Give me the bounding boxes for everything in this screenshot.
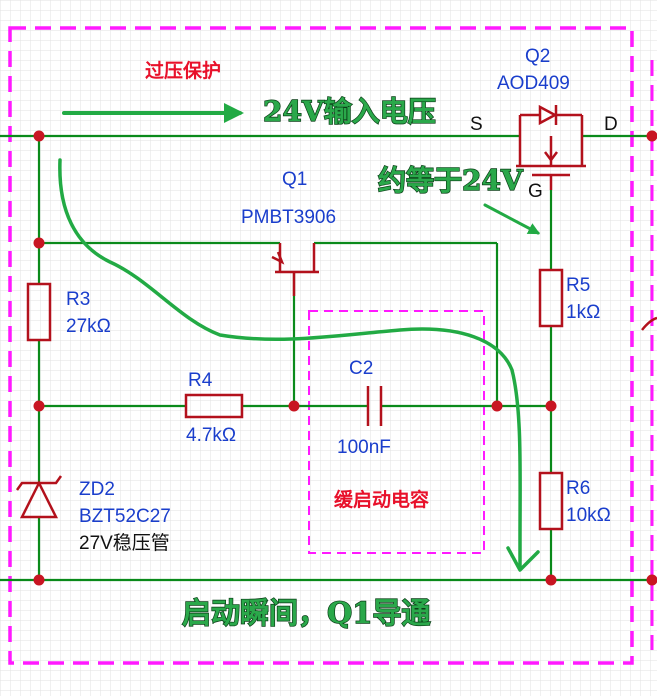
junction-dot — [288, 400, 300, 412]
startup-q1-on-label: 启动瞬间，Q1导通 — [182, 596, 430, 630]
r4-ref-label: R4 — [188, 370, 213, 391]
junction-dot — [33, 237, 45, 249]
current-path-arrowhead — [506, 546, 540, 572]
junction-dot — [545, 400, 557, 412]
soft-start-cap-label: 缓启动电容 — [334, 488, 429, 511]
r3-body — [26, 282, 52, 342]
c2-ref-label: C2 — [349, 358, 373, 379]
junction-dot — [646, 130, 657, 142]
r5-ref-label: R5 — [566, 275, 590, 296]
junction-dot — [545, 574, 557, 586]
outer-dashed-box — [8, 26, 634, 665]
r6-body — [538, 471, 564, 531]
c2-symbol — [366, 386, 383, 426]
junction-dot — [33, 400, 45, 412]
gate-arrow — [483, 203, 541, 235]
q2-drain-pin-label: D — [604, 114, 618, 135]
softstart-dashed-box — [308, 310, 485, 554]
zd2-ref-label: ZD2 — [79, 479, 115, 500]
r5-value-label: 1kΩ — [566, 302, 600, 323]
input-voltage-label: 24V输入电压 — [263, 95, 436, 128]
zd2-symbol — [15, 475, 63, 519]
q2-part-label: AOD409 — [497, 73, 570, 94]
r6-value-label: 10kΩ — [566, 505, 611, 526]
junction-dot — [33, 130, 45, 142]
junctions — [33, 130, 657, 586]
zd2-desc-label: 27V稳压管 — [79, 532, 170, 554]
offpage-wire-arc — [641, 316, 657, 331]
r5-body — [538, 268, 564, 328]
q2-symbol — [516, 104, 586, 190]
approx-24v-label: 约等于24V — [378, 164, 524, 197]
q2-ref-label: Q2 — [525, 46, 550, 67]
components — [15, 104, 586, 531]
r3-ref-label: R3 — [66, 289, 90, 310]
junction-dot — [646, 574, 657, 586]
junction-dot — [491, 400, 503, 412]
q1-ref-label: Q1 — [282, 169, 307, 190]
q2-gate-pin-label: G — [528, 181, 543, 202]
r4-body — [184, 393, 244, 419]
junction-dot — [33, 574, 45, 586]
c2-value-label: 100nF — [337, 437, 391, 458]
r3-value-label: 27kΩ — [66, 316, 111, 337]
r4-value-label: 4.7kΩ — [186, 425, 236, 446]
wires — [0, 134, 657, 582]
q1-symbol — [271, 243, 319, 296]
q2-source-pin-label: S — [470, 114, 483, 135]
current-path-arrow — [58, 158, 522, 570]
overvoltage-protection-label: 过压保护 — [145, 59, 221, 82]
zd2-part-label: BZT52C27 — [79, 506, 171, 527]
r6-ref-label: R6 — [566, 478, 590, 499]
q1-part-label: PMBT3906 — [241, 207, 336, 228]
annotation-arrows — [58, 103, 541, 572]
